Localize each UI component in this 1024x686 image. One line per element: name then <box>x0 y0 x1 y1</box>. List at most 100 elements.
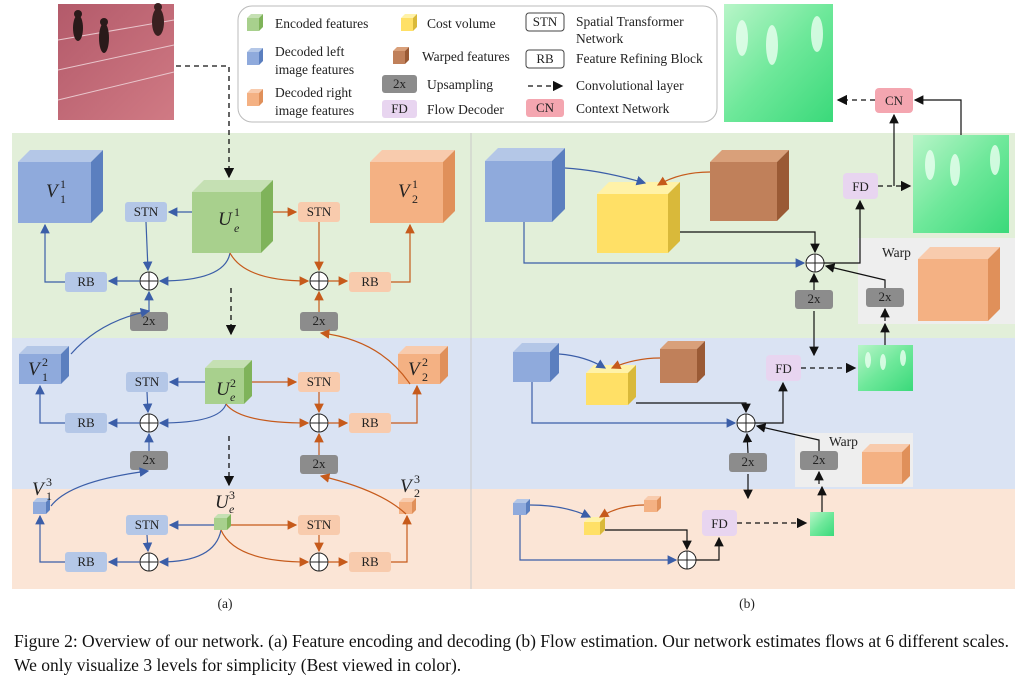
legend-stn-badge-text: STN <box>533 14 558 29</box>
V1-level2-sub: 1 <box>42 370 48 384</box>
level1-flow-image <box>913 135 1009 233</box>
up-flow-level2 <box>729 453 767 472</box>
V2-level3-sup: 3 <box>414 472 420 486</box>
rb-right-level1 <box>349 272 391 292</box>
input-image <box>57 3 175 120</box>
V2-level1-sub: 2 <box>412 192 418 206</box>
V1-level2-cube <box>19 346 69 384</box>
legend-decoded-left-label-2: image features <box>275 62 354 77</box>
stn-left-level1 <box>125 202 167 222</box>
context-network-text: CN <box>885 93 904 108</box>
final-flow-image <box>724 4 833 122</box>
legend-fd-badge <box>382 100 417 118</box>
rb-left-level2 <box>65 413 107 433</box>
stn-right-level2 <box>298 372 340 392</box>
right-features-warp-level1 <box>918 247 1000 321</box>
legend-upsampling-label: Upsampling <box>427 77 493 92</box>
legend-decoded-right-label-2: image features <box>275 103 354 118</box>
Ue-level1-sub: e <box>234 221 240 235</box>
V2-level1-cube <box>370 150 455 223</box>
legend-stn-label-2: Network <box>576 31 623 46</box>
legend-rb-badge <box>525 49 565 69</box>
stn-left-level1-text: STN <box>134 204 159 219</box>
V1-level3-label: V <box>32 479 46 500</box>
rb-left-level3-text: RB <box>77 554 95 569</box>
legend-fd-badge-text: FD <box>391 101 408 116</box>
stn-right-level1-text: STN <box>307 204 332 219</box>
Ue-level2-cube <box>205 360 252 404</box>
warp-box-level2-label: Warp <box>829 434 858 449</box>
V2-level1-sup: 1 <box>412 177 418 191</box>
level3-flow-image <box>810 512 834 536</box>
legend-decoded-left-swatch <box>247 48 263 65</box>
legend-warped-label: Warped features <box>422 49 510 64</box>
V2-level3-cube <box>399 498 416 514</box>
V2-level1-label: V <box>398 181 412 202</box>
legend-decoded-right-swatch <box>247 89 263 106</box>
legend-stn-label-1: Spatial Transformer <box>576 14 684 29</box>
up-left-level2-text: 2x <box>143 452 157 467</box>
up-warp-level2-text: 2x <box>813 452 827 467</box>
V2-level2-sub: 2 <box>422 370 428 384</box>
legend-rb-label: Feature Refining Block <box>576 51 703 66</box>
legend: Encoded features Decoded left image feat… <box>237 5 718 123</box>
context-network-block <box>875 88 913 113</box>
up-right-level2 <box>300 455 338 474</box>
legend-cost-volume-swatch <box>401 14 417 31</box>
V1-level3-sub: 1 <box>46 489 52 503</box>
fd-level3-text: FD <box>711 516 728 531</box>
level2-flow-image <box>858 345 913 391</box>
up-right-level1 <box>300 312 338 331</box>
V1-level1-label: V <box>46 181 60 202</box>
Ue-level2-sup: 2 <box>230 376 236 390</box>
Ue-level2-label: U <box>216 379 231 400</box>
left-features-level2-b <box>513 343 559 382</box>
legend-encoded-label: Encoded features <box>275 16 368 31</box>
V2-level3-label: V <box>400 476 414 497</box>
fd-level2 <box>766 355 801 381</box>
Ue-level2-sub: e <box>230 390 236 404</box>
Ue-level1-cube <box>192 180 273 253</box>
legend-cn-badge <box>526 99 564 117</box>
legend-upsampling-badge-text: 2x <box>393 76 407 91</box>
legend-cost-volume-label: Cost volume <box>427 16 496 31</box>
stn-right-level3-text: STN <box>307 517 332 532</box>
stn-left-level3 <box>126 515 168 535</box>
up-left-level2 <box>130 451 168 470</box>
left-features-level1-b <box>485 148 565 222</box>
figure-caption: Figure 2: Overview of our network. (a) F… <box>14 631 1009 675</box>
warp-box-level1-label: Warp <box>882 245 911 260</box>
V1-level1-cube <box>18 150 103 223</box>
legend-rb-badge-text: RB <box>536 51 554 66</box>
V1-level3-cube <box>33 498 50 514</box>
legend-cn-label: Context Network <box>576 101 670 116</box>
input-to-encoder-arrow <box>176 65 235 179</box>
stn-right-level3 <box>298 515 340 535</box>
rb-left-level3 <box>65 552 107 572</box>
left-features-level3-b <box>513 499 530 515</box>
V2-level2-sup: 2 <box>422 355 428 369</box>
legend-upsampling-badge <box>382 75 417 93</box>
rb-left-level2-text: RB <box>77 415 95 430</box>
V1-level2-label: V <box>28 359 42 380</box>
fd-level3 <box>702 510 737 536</box>
rb-right-level1-text: RB <box>361 274 379 289</box>
V1-level2-sup: 2 <box>42 355 48 369</box>
legend-stn-badge <box>525 12 565 32</box>
warped-features-level2 <box>660 341 705 383</box>
Ue-level3-sub: e <box>229 502 235 516</box>
up-left-level1-text: 2x <box>143 313 157 328</box>
panel-a-label: (a) <box>218 596 233 611</box>
V1-level3-sup: 3 <box>46 475 52 489</box>
warped-features-level1 <box>710 150 789 221</box>
panel-b-label: (b) <box>739 596 755 611</box>
fd-level1 <box>843 173 878 199</box>
stn-left-level2 <box>126 372 168 392</box>
rb-right-level3-text: RB <box>361 554 379 569</box>
stn-left-level3-text: STN <box>135 517 160 532</box>
legend-fd-label: Flow Decoder <box>427 102 504 117</box>
up-flow-level2-text: 2x <box>742 454 756 469</box>
V2-level2-cube <box>398 346 448 384</box>
legend-decoded-right-label-1: Decoded right <box>275 85 352 100</box>
